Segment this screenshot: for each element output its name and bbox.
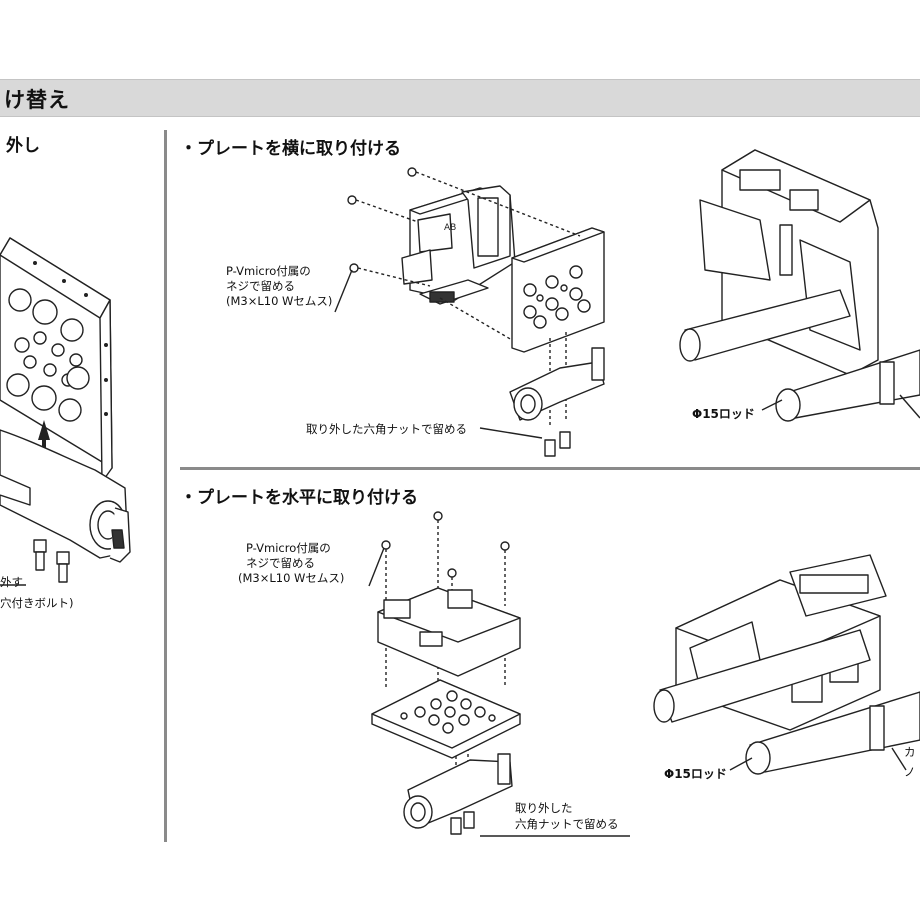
side-mount-exploded: AB (334, 167, 605, 457)
vertical-divider (164, 130, 167, 842)
side-screw-label-3: (M3×L10 Wセムス) (226, 294, 333, 308)
horizontal-cut-label-1: カ (904, 745, 916, 759)
left-rod-clamp (0, 429, 131, 563)
horizontal-mount-exploded (368, 511, 630, 837)
side-screw-label-1: P-Vmicro付属の (226, 264, 311, 278)
horizontal-screw-label-1: P-Vmicro付属の (246, 541, 331, 555)
section-header-title: け替え (4, 88, 70, 112)
horizontal-screw-label-3: (M3×L10 Wセムス) (238, 571, 345, 585)
horizontal-nut-label-1: 取り外した (515, 801, 573, 815)
horizontal-mount-assembled (653, 554, 920, 775)
section-side-title: ・プレートを横に取り付ける (180, 139, 401, 159)
section-header-bar (0, 79, 920, 117)
side-nut-label: 取り外した六角ナットで留める (306, 422, 467, 436)
side-screw-label-2: ネジで留める (226, 279, 295, 293)
horizontal-cut-label-2: ノ (904, 765, 916, 779)
left-bolts (0, 539, 70, 586)
horizontal-screw-label-2: ネジで留める (246, 556, 315, 570)
left-caption-line2: 穴付きボルト) (0, 596, 74, 610)
section-horizontal-title: ・プレートを水平に取り付ける (180, 488, 418, 508)
svg-text:AB: AB (444, 223, 456, 233)
horizontal-nut-label-2: 六角ナットで留める (515, 817, 619, 831)
horizontal-rod-label: Φ15ロッド (664, 767, 727, 781)
left-panel-heading: 外し (6, 136, 40, 156)
left-perforated-plate (0, 237, 113, 483)
side-mount-assembled (679, 149, 920, 422)
side-rod-label: Φ15ロッド (692, 407, 755, 421)
horizontal-divider (180, 467, 920, 470)
